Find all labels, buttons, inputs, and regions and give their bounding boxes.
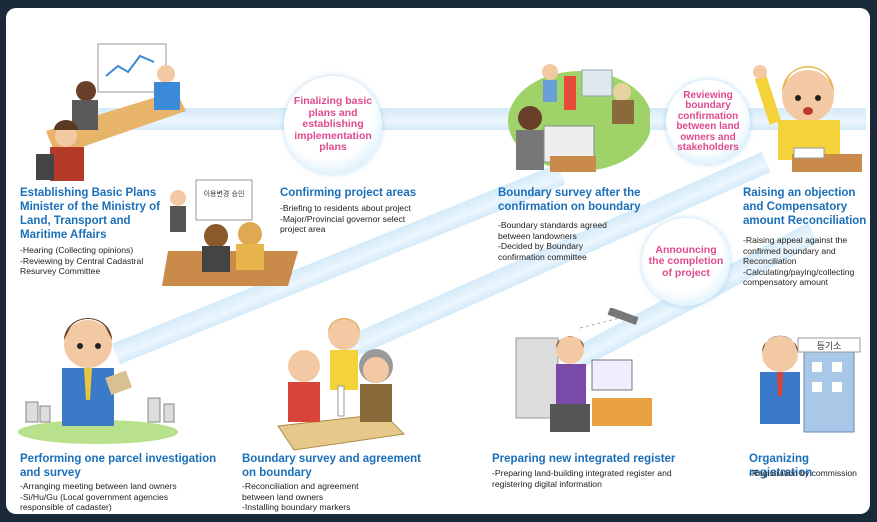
step-title: Establishing Basic Plans Minister of the…	[20, 187, 160, 241]
step-bullet: -Hearing (Collecting opinions)	[20, 245, 134, 255]
step-bullet: -Calculating/paying/collecting compensat…	[743, 266, 855, 288]
step-bullets: -Registration by commission	[749, 468, 870, 479]
step-title: Boundary survey after the confirmation o…	[498, 187, 641, 213]
bubble-finalizing: Finalizing basic plans and establishing …	[284, 76, 382, 174]
parcel-investigation-illustration	[18, 318, 178, 444]
step-bullet: -Major/Provincial governor select projec…	[280, 213, 406, 235]
step-bullet: -Installing boundary markers	[242, 502, 351, 512]
boundary-agreement-illustration	[277, 318, 406, 451]
step-bullets: -Briefing to residents about project -Ma…	[280, 203, 430, 235]
field-survey-illustration	[508, 64, 650, 172]
step-bullet: -Preparing land-building integrated regi…	[492, 468, 672, 489]
bubble-announcing: Announcing the completion of project	[642, 218, 730, 306]
step-bullet: -Reviewing by Central Cadastral Resurvey…	[20, 255, 144, 277]
bubble-announcing-text: Announcing the completion of project	[648, 243, 724, 279]
integrated-register-illustration	[515, 308, 652, 432]
step-bullet: -Registration by commission	[749, 468, 857, 478]
step-title: Organizing registration	[749, 453, 813, 479]
registry-sign: 등기소	[817, 341, 842, 352]
objection-illustration	[753, 65, 862, 172]
board-sign: 이용변경 승인	[204, 189, 245, 198]
step-bullet: -Briefing to residents about project	[280, 203, 411, 213]
briefing-illustration: 이용변경 승인	[162, 179, 298, 286]
bubble-reviewing-text: Reviewing boundary confirmation between …	[676, 89, 740, 153]
bubble-finalizing-text: Finalizing basic plans and establishing …	[293, 95, 373, 154]
step-bullet: -Decided by Boundary confirmation commit…	[498, 241, 587, 262]
step-title: Confirming project areas	[280, 187, 417, 199]
step-bullets: -Arranging meeting between land owners -…	[20, 481, 210, 513]
step-bullet: -Arranging meeting between land owners	[20, 481, 177, 491]
registry-office-illustration: 등기소	[760, 335, 861, 433]
planning-meeting-illustration	[36, 43, 186, 181]
step-title: Raising an objection and Compensatory am…	[743, 187, 867, 227]
step-title: Boundary survey and agreement on boundar…	[242, 453, 421, 479]
step-bullet: -Raising appeal against the confirmed bo…	[743, 235, 848, 266]
step-title: Performing one parcel investigation and …	[20, 453, 217, 479]
step-bullets: -Preparing land-building integrated regi…	[492, 468, 687, 489]
step-bullets: -Raising appeal against the confirmed bo…	[743, 235, 867, 288]
step-bullets: -Hearing (Collecting opinions) -Reviewin…	[20, 245, 170, 277]
process-diagram: 이용변경 승인	[6, 8, 870, 514]
step-bullet: -Reconciliation and agreement between la…	[242, 481, 359, 502]
step-bullet: -Si/Hu/Gu (Local government agencies res…	[20, 491, 169, 513]
step-bullets: -Boundary standards agreed between lando…	[498, 220, 623, 262]
step-title: Preparing new integrated register	[492, 453, 676, 465]
step-bullets: -Reconciliation and agreement between la…	[242, 481, 377, 513]
bubble-reviewing: Reviewing boundary confirmation between …	[666, 80, 750, 164]
step-bullet: -Boundary standards agreed between lando…	[498, 220, 607, 241]
